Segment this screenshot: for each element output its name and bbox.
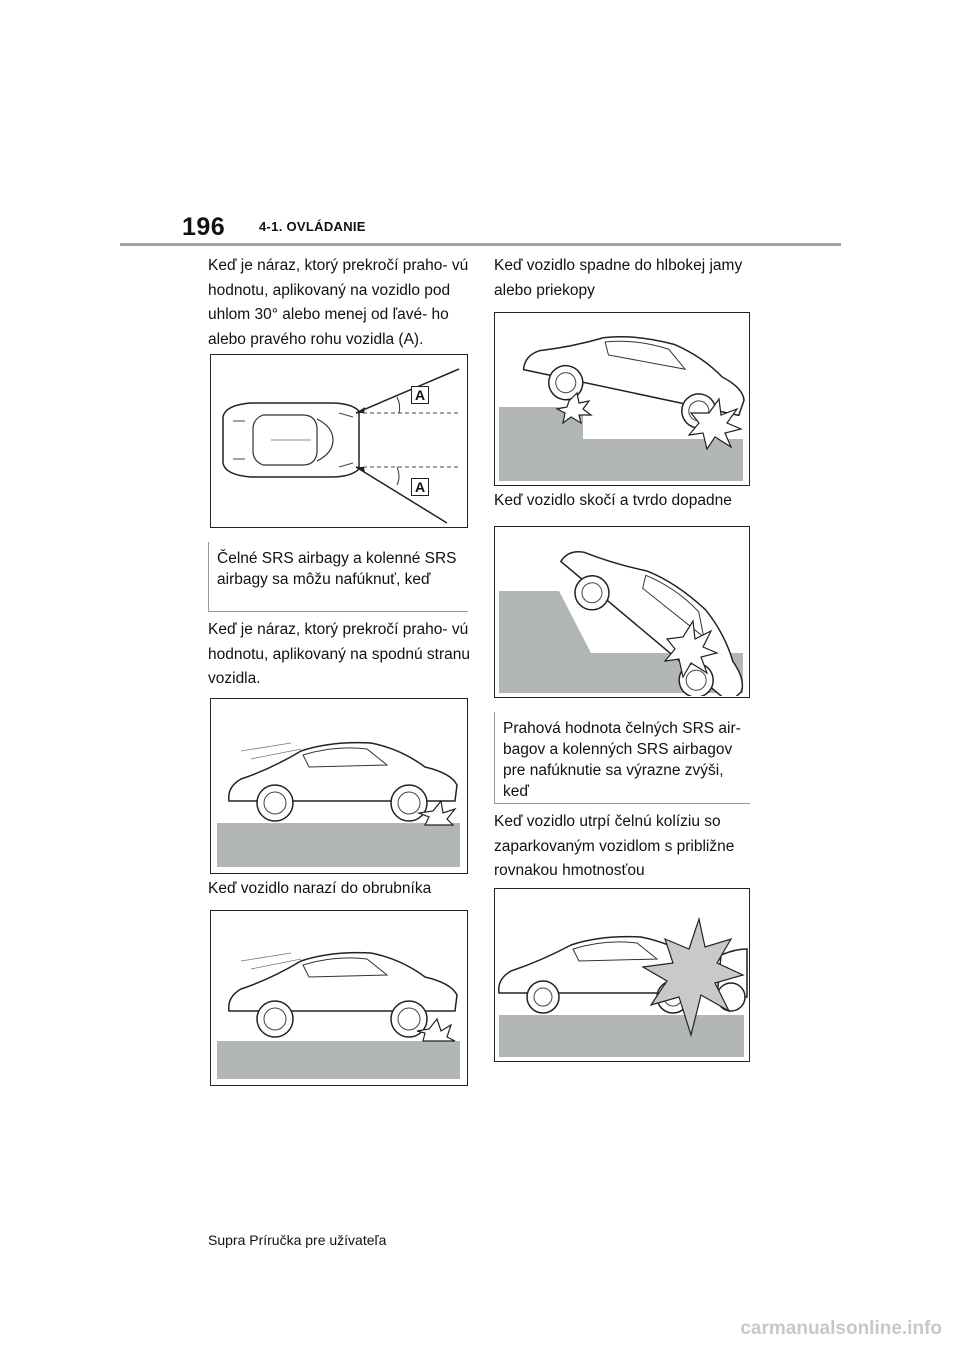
car-side-view-icon (228, 951, 458, 1038)
section-title: 4-1. OVLÁDANIE (259, 219, 366, 234)
note-threshold-increase: Prahová hodnota čelných SRS air- bagov a… (494, 712, 750, 804)
car-side-view-icon (522, 335, 745, 429)
impact-burst-icon (663, 619, 719, 679)
header-rule (120, 243, 841, 246)
figure-jump (494, 526, 750, 698)
impact-burst-icon (641, 916, 745, 1038)
impact-burst-icon (416, 1017, 456, 1042)
para-pit: Keď vozidlo spadne do hlbokej jamy alebo… (494, 257, 743, 299)
para-parked-collision: Keď vozidlo utrpí čelnú kolíziu so zapar… (494, 813, 735, 879)
impact-burst-icon (555, 391, 593, 425)
footer-manual-title: Supra Príručka pre užívateľa (208, 1232, 387, 1248)
car-side-view-icon (228, 741, 458, 822)
caption-curb: Keď vozidlo narazí do obrubníka (208, 880, 432, 897)
label-a-bottom: A (411, 478, 429, 496)
watermark: carmanualsonline.info (740, 1318, 942, 1339)
para-jump: Keď vozidlo skočí a tvrdo dopadne (494, 492, 732, 509)
figure-pit (494, 312, 750, 486)
figure-curb (210, 910, 468, 1086)
figure-top-view: A A (210, 354, 468, 528)
car-top-view-icon (222, 402, 360, 478)
impact-burst-icon (416, 799, 457, 826)
figure-parked-collision (494, 888, 750, 1062)
para-underbody-impact: Keď je náraz, ktorý prekročí praho- vú h… (208, 621, 470, 687)
label-a-top: A (411, 386, 429, 404)
para-corner-impact: Keď je náraz, ktorý prekročí praho- vú h… (208, 257, 469, 348)
figure-underbody (210, 698, 468, 874)
impact-burst-icon (687, 397, 743, 451)
note-airbag-may-inflate: Čelné SRS airbagy a kolenné SRS airbagy … (208, 542, 468, 612)
page-number: 196 (182, 213, 226, 241)
